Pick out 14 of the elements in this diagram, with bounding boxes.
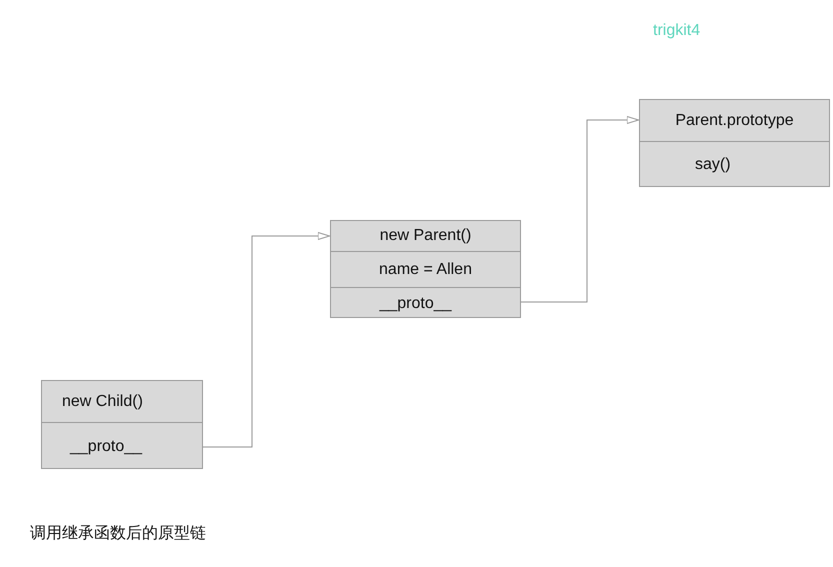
class-box [330,220,521,318]
member-text: say() [695,156,731,174]
class-box [639,99,830,187]
member-text: __proto__ [70,438,142,456]
member-text: new Parent() [380,227,472,245]
member-text: name = Allen [379,260,472,278]
author-label: trigkit4 [653,22,700,40]
arrow [202,232,330,448]
member-text: new Child() [62,392,143,410]
class-box [41,380,203,469]
member-text: __proto__ [379,294,452,312]
caption: 调用继承函数后的原型链 [30,524,206,544]
arrow [520,116,640,302]
member-text: Parent.prototype [675,112,794,130]
